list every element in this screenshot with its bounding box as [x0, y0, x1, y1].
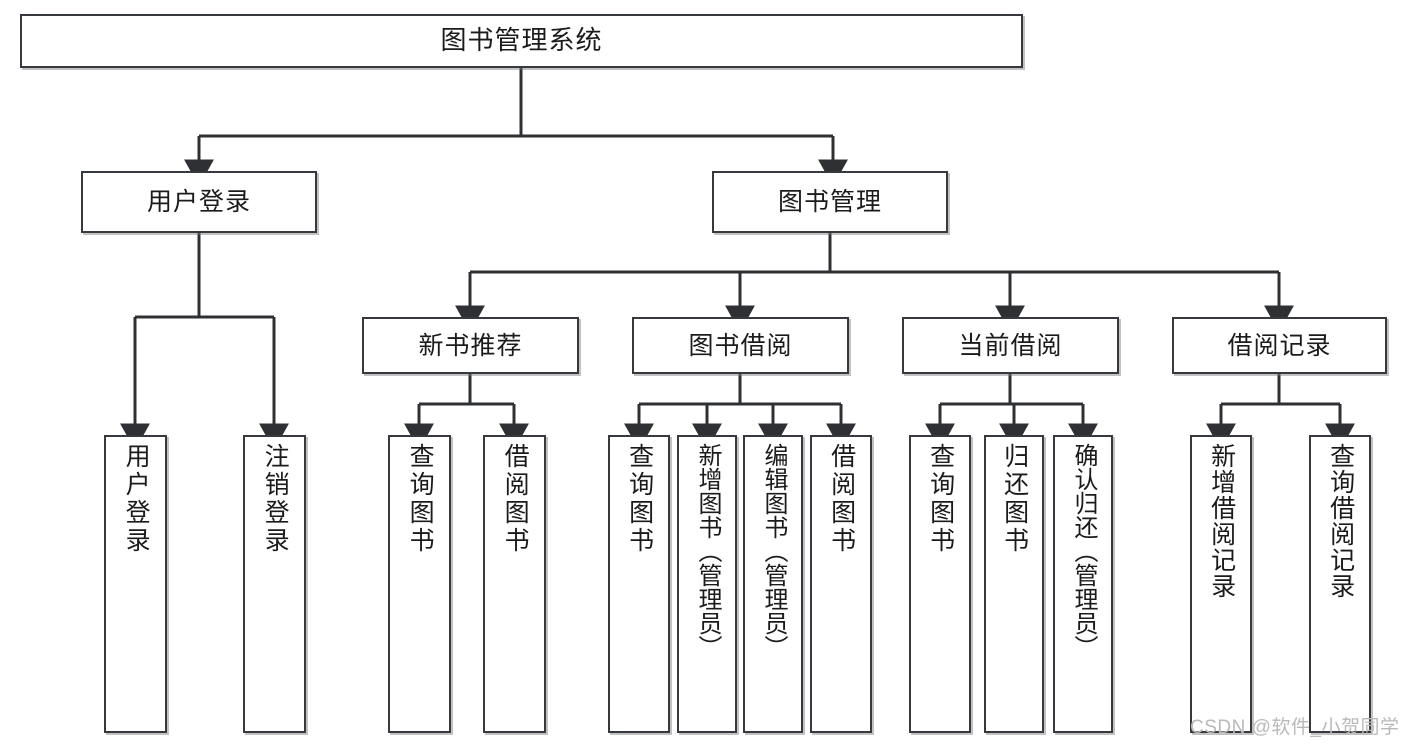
node-label: 借阅图书: [501, 443, 530, 555]
leaf-node[interactable]: 新增图书（管理员）: [677, 435, 737, 733]
leaf-node[interactable]: 确认归还（管理员）: [1053, 435, 1113, 733]
node-label: 当前借阅: [958, 331, 1063, 360]
node-label: 查询图书: [926, 443, 955, 555]
leaf-node[interactable]: 注销登录: [243, 435, 306, 733]
node-label: 新增借阅记录: [1207, 443, 1236, 599]
node-label: 归还图书: [1000, 443, 1029, 555]
node-label: 查询图书: [625, 443, 654, 555]
leaf-node[interactable]: 归还图书: [984, 435, 1044, 733]
leaf-node[interactable]: 借阅图书: [483, 435, 546, 733]
node-label: 查询图书: [406, 443, 435, 555]
leaf-node[interactable]: 查询借阅记录: [1309, 435, 1371, 733]
node-label: 用户登录: [146, 188, 251, 216]
node-new-book-recommend[interactable]: 新书推荐: [362, 317, 579, 374]
node-book-borrow[interactable]: 图书借阅: [632, 317, 849, 374]
leaf-node[interactable]: 借阅图书: [810, 435, 872, 733]
node-label: 借阅图书: [827, 443, 856, 555]
leaf-node[interactable]: 查询图书: [388, 435, 451, 733]
node-root[interactable]: 图书管理系统: [20, 14, 1023, 68]
leaf-node[interactable]: 查询图书: [909, 435, 971, 733]
node-label: 编辑图书（管理员）: [760, 443, 787, 659]
node-borrow-records[interactable]: 借阅记录: [1172, 317, 1387, 374]
csdn-watermark: CSDN @软件_小贺同学: [1190, 717, 1400, 738]
leaf-node[interactable]: 用户登录: [104, 435, 167, 733]
node-label: 注销登录: [261, 443, 290, 555]
node-label: 用户登录: [122, 443, 151, 555]
node-book-management[interactable]: 图书管理: [712, 171, 948, 233]
node-label: 图书管理系统: [440, 25, 603, 56]
node-label: 查询借阅记录: [1326, 443, 1355, 599]
node-label: 确认归还（管理员）: [1070, 443, 1097, 659]
node-label: 新书推荐: [418, 331, 523, 360]
node-label: 借阅记录: [1227, 331, 1332, 360]
node-user-login[interactable]: 用户登录: [81, 171, 317, 233]
node-current-borrow[interactable]: 当前借阅: [902, 317, 1119, 374]
leaf-node[interactable]: 新增借阅记录: [1190, 435, 1252, 733]
leaf-node[interactable]: 查询图书: [608, 435, 670, 733]
node-label: 图书管理: [777, 188, 882, 216]
leaf-node[interactable]: 编辑图书（管理员）: [743, 435, 803, 733]
node-label: 新增图书（管理员）: [694, 443, 721, 659]
node-label: 图书借阅: [688, 331, 793, 360]
